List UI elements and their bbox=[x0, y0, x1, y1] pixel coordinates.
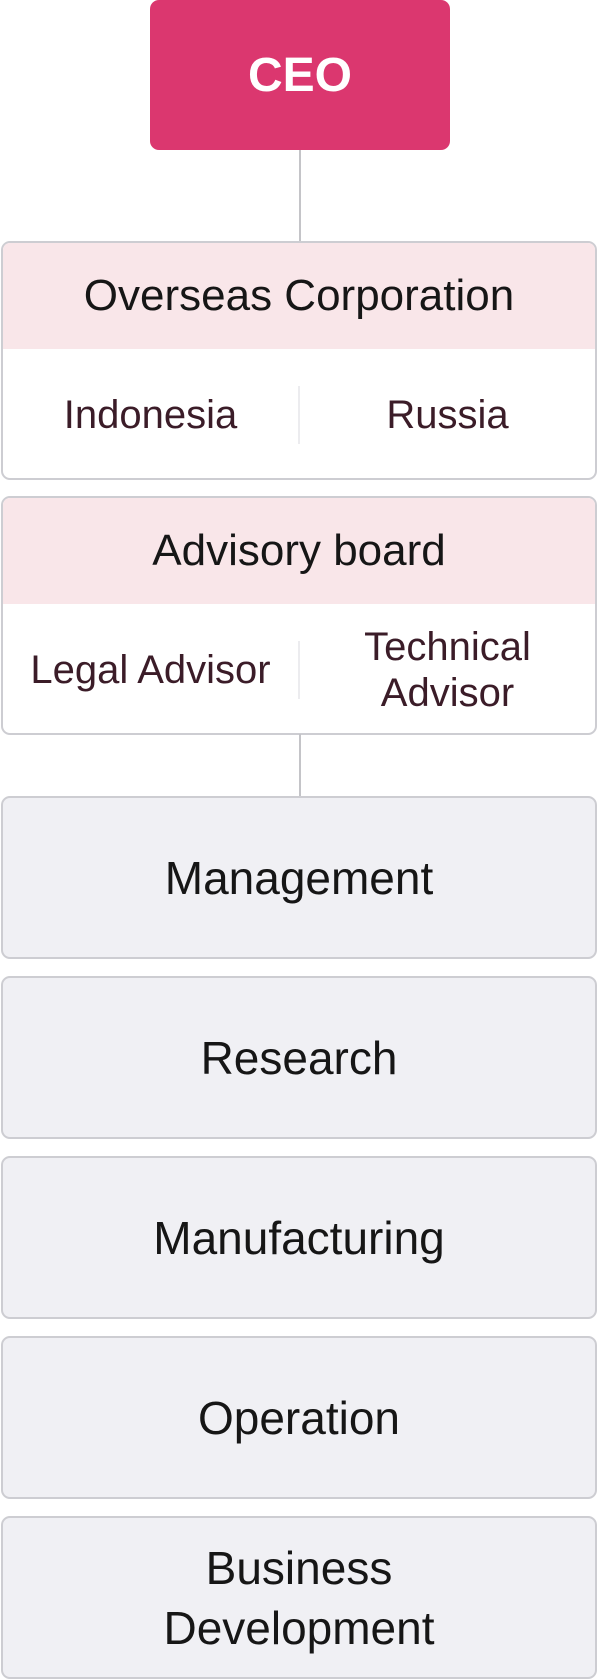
ceo-box: CEO bbox=[150, 0, 450, 150]
overseas-corporation-items: Indonesia Russia bbox=[3, 349, 595, 478]
advisory-items-divider bbox=[298, 640, 300, 699]
overseas-items-divider bbox=[298, 385, 300, 444]
connector-advisory-to-departments bbox=[299, 734, 301, 796]
advisory-board-items: Legal Advisor Technical Advisor bbox=[3, 604, 595, 733]
department-operation: Operation bbox=[1, 1336, 597, 1499]
advisory-item-legal-advisor: Legal Advisor bbox=[30, 647, 271, 692]
department-management: Management bbox=[1, 796, 597, 959]
overseas-item-indonesia: Indonesia bbox=[63, 392, 238, 437]
advisory-board-header: Advisory board bbox=[3, 498, 595, 604]
overseas-corporation-title: Overseas Corporation bbox=[83, 271, 515, 320]
department-label: Operation bbox=[197, 1391, 400, 1444]
department-label: Manufacturing bbox=[153, 1211, 445, 1264]
advisory-item-technical-advisor: Technical Advisor bbox=[364, 624, 531, 715]
ceo-label: CEO bbox=[247, 48, 352, 102]
department-label: Research bbox=[200, 1031, 398, 1084]
advisory-board-title: Advisory board bbox=[152, 526, 446, 575]
advisory-board-group: Advisory board Legal Advisor Technical A… bbox=[1, 496, 597, 735]
department-manufacturing: Manufacturing bbox=[1, 1156, 597, 1319]
overseas-corporation-group: Overseas Corporation Indonesia Russia bbox=[1, 241, 597, 480]
department-label: Business Development bbox=[163, 1541, 435, 1654]
connector-ceo-to-overseas bbox=[299, 150, 301, 242]
department-label: Management bbox=[164, 851, 434, 904]
department-business-development: Business Development bbox=[1, 1516, 597, 1679]
overseas-corporation-header: Overseas Corporation bbox=[3, 243, 595, 349]
department-research: Research bbox=[1, 976, 597, 1139]
overseas-item-russia: Russia bbox=[386, 392, 509, 437]
